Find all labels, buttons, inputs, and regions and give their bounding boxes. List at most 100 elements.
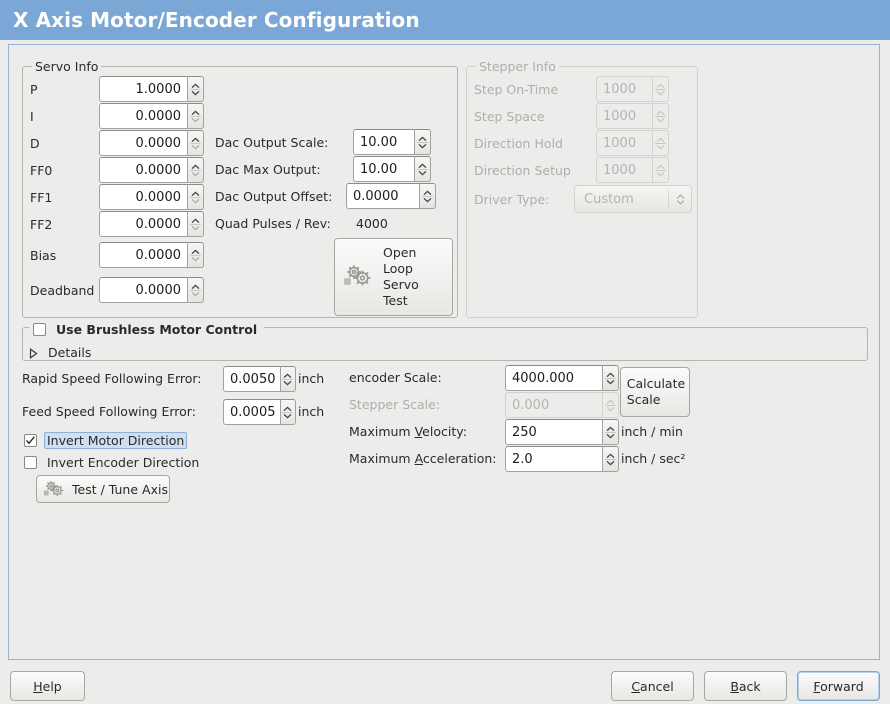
spin-down-icon[interactable] bbox=[191, 90, 200, 96]
encoder-scale-label: encoder Scale: bbox=[349, 370, 442, 385]
back-button[interactable]: Back bbox=[704, 671, 787, 701]
servo-spin-ff2-buttons[interactable] bbox=[187, 211, 204, 237]
spin-up-icon[interactable] bbox=[191, 191, 200, 197]
servo-spin-i-entry[interactable]: 0.0000 bbox=[99, 103, 187, 129]
spin-up-icon[interactable] bbox=[283, 406, 292, 412]
servo-spin-p[interactable]: 1.0000 bbox=[99, 76, 204, 102]
dac-output-offset-buttons[interactable] bbox=[419, 183, 436, 209]
dialog-titlebar: X Axis Motor/Encoder Configuration bbox=[0, 0, 890, 40]
dac-max-output-spin[interactable]: 10.00 bbox=[353, 156, 431, 182]
invert-encoder-direction-checkbox[interactable]: Invert Encoder Direction bbox=[24, 454, 202, 471]
forward-button[interactable]: Forward bbox=[797, 671, 880, 701]
dac-max-output-buttons[interactable] bbox=[414, 156, 431, 182]
max-acceleration-entry[interactable]: 2.0 bbox=[505, 446, 602, 472]
open-loop-line-4: Test bbox=[383, 293, 408, 308]
spin-down-icon[interactable] bbox=[191, 117, 200, 123]
spin-down-icon[interactable] bbox=[191, 198, 200, 204]
cancel-button[interactable]: Cancel bbox=[611, 671, 694, 701]
spin-up-icon[interactable] bbox=[191, 137, 200, 143]
invert-motor-direction-checkbox[interactable]: Invert Motor Direction bbox=[24, 432, 188, 449]
servo-spin-p-entry[interactable]: 1.0000 bbox=[99, 76, 187, 102]
triangle-right-icon[interactable] bbox=[28, 347, 39, 359]
servo-label-i: I bbox=[30, 109, 34, 124]
spin-up-icon[interactable] bbox=[418, 163, 427, 169]
dac-output-scale-buttons[interactable] bbox=[414, 129, 431, 155]
dac-output-offset-entry[interactable]: 0.0000 bbox=[346, 183, 419, 209]
spin-down-icon[interactable] bbox=[606, 460, 615, 466]
rapid-following-error-spin[interactable]: 0.0050 bbox=[223, 366, 296, 392]
spin-down-icon[interactable] bbox=[283, 380, 292, 386]
spin-down-icon[interactable] bbox=[606, 433, 615, 439]
stepper-spin-direction-hold: 1000 bbox=[596, 130, 669, 156]
spin-up-icon[interactable] bbox=[191, 218, 200, 224]
max-acceleration-spin[interactable]: 2.0 bbox=[505, 446, 619, 472]
spin-down-icon[interactable] bbox=[418, 170, 427, 176]
spin-up-icon[interactable] bbox=[191, 284, 200, 290]
encoder-scale-entry[interactable]: 4000.000 bbox=[505, 365, 602, 391]
spin-up-icon[interactable] bbox=[606, 372, 615, 378]
checkbox-box[interactable] bbox=[24, 456, 37, 469]
servo-spin-bias-entry[interactable]: 0.0000 bbox=[99, 242, 187, 268]
servo-spin-ff0-buttons[interactable] bbox=[187, 157, 204, 183]
open-loop-servo-test-button[interactable]: Open Loop Servo Test bbox=[334, 238, 453, 316]
test-tune-axis-label: Test / Tune Axis bbox=[72, 481, 168, 497]
servo-spin-ff2-entry[interactable]: 0.0000 bbox=[99, 211, 187, 237]
servo-spin-deadband[interactable]: 0.0000 bbox=[99, 277, 204, 303]
servo-spin-ff0[interactable]: 0.0000 bbox=[99, 157, 204, 183]
spin-up-icon[interactable] bbox=[283, 373, 292, 379]
spin-down-icon[interactable] bbox=[418, 143, 427, 149]
dac-max-output-entry[interactable]: 10.00 bbox=[353, 156, 414, 182]
spin-up-icon[interactable] bbox=[423, 190, 432, 196]
stepper-spin-direction-setup: 1000 bbox=[596, 157, 669, 183]
servo-spin-deadband-entry[interactable]: 0.0000 bbox=[99, 277, 187, 303]
spin-down-icon[interactable] bbox=[191, 291, 200, 297]
stepper-spin-step-space: 1000 bbox=[596, 103, 669, 129]
spin-up-icon[interactable] bbox=[191, 164, 200, 170]
encoder-scale-spin[interactable]: 4000.000 bbox=[505, 365, 619, 391]
max-velocity-entry[interactable]: 250 bbox=[505, 419, 602, 445]
spin-up-icon[interactable] bbox=[191, 249, 200, 255]
spin-down-icon[interactable] bbox=[606, 379, 615, 385]
feed-following-error-spin[interactable]: 0.0005 bbox=[223, 399, 296, 425]
servo-spin-i-buttons[interactable] bbox=[187, 103, 204, 129]
servo-spin-ff1[interactable]: 0.0000 bbox=[99, 184, 204, 210]
checkbox-box[interactable] bbox=[24, 434, 37, 447]
checkbox-box[interactable] bbox=[33, 323, 46, 336]
servo-spin-bias-buttons[interactable] bbox=[187, 242, 204, 268]
servo-spin-d-buttons[interactable] bbox=[187, 130, 204, 156]
servo-spin-i[interactable]: 0.0000 bbox=[99, 103, 204, 129]
invert-motor-direction-label: Invert Motor Direction bbox=[44, 432, 188, 449]
dac-output-offset-spin[interactable]: 0.0000 bbox=[346, 183, 436, 209]
servo-spin-deadband-buttons[interactable] bbox=[187, 277, 204, 303]
spin-down-icon[interactable] bbox=[283, 413, 292, 419]
max-velocity-spin[interactable]: 250 bbox=[505, 419, 619, 445]
servo-spin-ff0-entry[interactable]: 0.0000 bbox=[99, 157, 187, 183]
servo-spin-bias[interactable]: 0.0000 bbox=[99, 242, 204, 268]
servo-spin-ff1-entry[interactable]: 0.0000 bbox=[99, 184, 187, 210]
spin-down-icon[interactable] bbox=[191, 144, 200, 150]
details-expander[interactable]: Details bbox=[28, 345, 91, 360]
spin-down-icon[interactable] bbox=[191, 256, 200, 262]
servo-spin-ff1-buttons[interactable] bbox=[187, 184, 204, 210]
feed-following-error-entry[interactable]: 0.0005 bbox=[223, 399, 280, 425]
test-tune-axis-button[interactable]: Test / Tune Axis bbox=[36, 475, 170, 503]
calculate-scale-button[interactable]: Calculate Scale bbox=[620, 367, 690, 417]
rapid-following-error-entry[interactable]: 0.0050 bbox=[223, 366, 280, 392]
servo-spin-p-buttons[interactable] bbox=[187, 76, 204, 102]
dac-output-scale-entry[interactable]: 10.00 bbox=[353, 129, 414, 155]
spin-down-icon[interactable] bbox=[191, 225, 200, 231]
servo-spin-d-entry[interactable]: 0.0000 bbox=[99, 130, 187, 156]
dac-output-scale-spin[interactable]: 10.00 bbox=[353, 129, 431, 155]
help-button[interactable]: Help bbox=[10, 671, 85, 701]
spin-up-icon[interactable] bbox=[606, 453, 615, 459]
max-velocity-label: Maximum Velocity: bbox=[349, 424, 467, 439]
spin-up-icon[interactable] bbox=[606, 426, 615, 432]
spin-down-icon[interactable] bbox=[191, 171, 200, 177]
spin-down-icon[interactable] bbox=[423, 197, 432, 203]
spin-up-icon[interactable] bbox=[191, 83, 200, 89]
spin-up-icon[interactable] bbox=[418, 136, 427, 142]
use-brushless-motor-control-checkbox[interactable]: Use Brushless Motor Control bbox=[29, 321, 265, 338]
spin-up-icon[interactable] bbox=[191, 110, 200, 116]
servo-spin-ff2[interactable]: 0.0000 bbox=[99, 211, 204, 237]
servo-spin-d[interactable]: 0.0000 bbox=[99, 130, 204, 156]
